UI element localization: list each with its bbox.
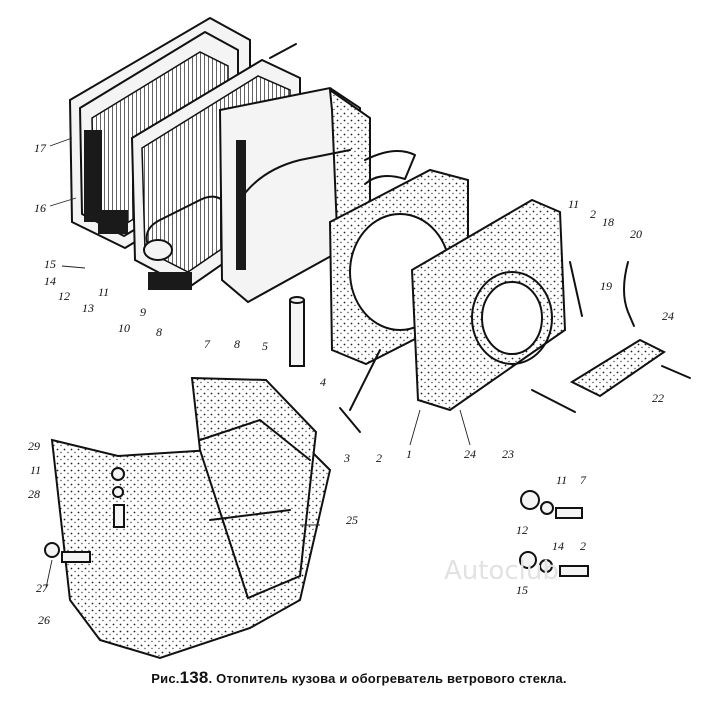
callout-5: 5 [262, 339, 268, 353]
caption-prefix: Рис. [151, 671, 180, 686]
damper-lever-assembly [531, 261, 691, 413]
leader-lines [45, 137, 471, 589]
callout-18: 18 [602, 215, 614, 229]
callout-2: 2 [590, 207, 596, 221]
front-cover [50, 376, 332, 660]
callout-2: 2 [580, 539, 586, 553]
callout-17: 17 [34, 141, 47, 155]
callout-22: 22 [652, 391, 664, 405]
callout-4: 4 [320, 375, 326, 389]
callout-20: 20 [630, 227, 642, 241]
callout-14: 14 [44, 274, 56, 288]
callout-8: 8 [234, 337, 240, 351]
callout-14: 14 [552, 539, 564, 553]
figure-caption: Рис.138. Отопитель кузова и обогреватель… [0, 668, 718, 688]
callout-13: 13 [82, 301, 94, 315]
callout-25: 25 [346, 513, 358, 527]
tube-part-5 [289, 296, 305, 367]
callout-28: 28 [28, 487, 40, 501]
callout-11: 11 [98, 285, 109, 299]
callout-8: 8 [156, 325, 162, 339]
callout-9: 9 [140, 305, 146, 319]
caption-text: . Отопитель кузова и обогреватель ветров… [208, 671, 567, 686]
callout-2: 2 [376, 451, 382, 465]
callout-3: 3 [343, 451, 350, 465]
callout-29: 29 [28, 439, 40, 453]
crank-lever [339, 349, 381, 433]
callout-labels: 17 16 15 14 12 13 11 10 9 8 7 8 5 4 3 2 … [28, 141, 674, 627]
callout-12: 12 [58, 289, 70, 303]
blower-casing [410, 198, 567, 412]
callout-24: 24 [662, 309, 674, 323]
callout-12: 12 [516, 523, 528, 537]
callout-7: 7 [204, 337, 211, 351]
callout-27: 27 [36, 581, 49, 595]
callout-26: 26 [38, 613, 50, 627]
callout-19: 19 [600, 279, 612, 293]
callout-15: 15 [44, 257, 56, 271]
callout-23: 23 [502, 447, 514, 461]
callout-1: 1 [406, 447, 412, 461]
callout-11: 11 [568, 197, 579, 211]
fastener-set [44, 467, 589, 577]
watermark: Autoclub [444, 556, 559, 586]
callout-16: 16 [34, 201, 46, 215]
callout-7: 7 [580, 473, 587, 487]
callout-11: 11 [556, 473, 567, 487]
caption-number: 138 [179, 668, 209, 687]
callout-11: 11 [30, 463, 41, 477]
callout-24: 24 [464, 447, 476, 461]
callout-10: 10 [118, 321, 130, 335]
callout-15: 15 [516, 583, 528, 597]
